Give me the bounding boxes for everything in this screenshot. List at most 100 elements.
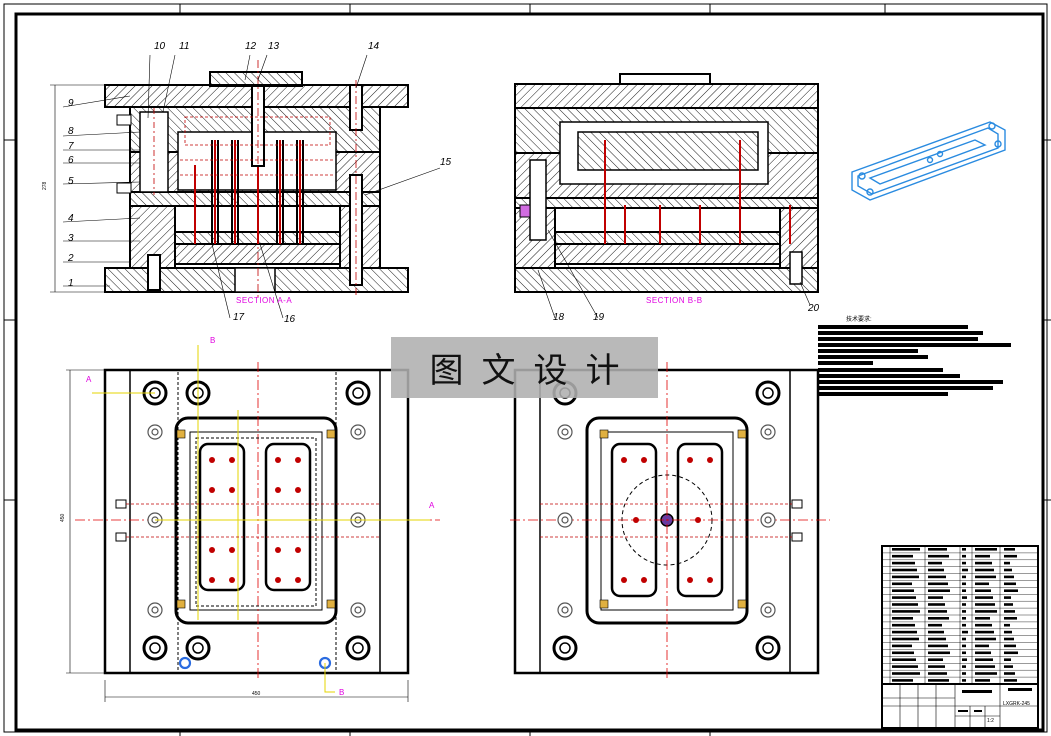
bom-cell-mark bbox=[892, 603, 918, 606]
bom-cell-mark bbox=[928, 548, 947, 551]
callout-12: 12 bbox=[245, 41, 257, 52]
bom-cell-mark bbox=[962, 623, 966, 627]
bom-cell-mark bbox=[1004, 630, 1012, 634]
bom-cell-mark bbox=[962, 658, 967, 661]
bom-cell-mark bbox=[1004, 672, 1015, 675]
bom-cell-mark bbox=[962, 679, 966, 682]
bom-cell-mark bbox=[1004, 658, 1011, 661]
bom-cell-mark bbox=[892, 651, 914, 655]
bom-cell-mark bbox=[892, 679, 913, 682]
section-b-b-view bbox=[514, 73, 819, 319]
callout-18: 18 bbox=[553, 312, 565, 323]
bom-cell-mark bbox=[1004, 548, 1015, 551]
bom-cell-mark bbox=[962, 644, 966, 648]
bom-cell-mark bbox=[975, 658, 993, 661]
bom-cell-mark bbox=[962, 672, 966, 675]
bom-cell-mark bbox=[928, 610, 947, 613]
bom-cell-mark bbox=[1004, 679, 1017, 682]
bom-cell-mark bbox=[892, 672, 920, 675]
bom-cell-mark bbox=[975, 665, 995, 668]
bom-cell-mark bbox=[962, 651, 966, 655]
bom-cell-mark bbox=[892, 582, 912, 586]
bom-cell-mark bbox=[975, 596, 993, 599]
bom-cell-mark bbox=[962, 548, 966, 551]
bom-cell-mark bbox=[975, 568, 994, 572]
bom-cell-mark bbox=[962, 630, 968, 634]
bom-cell-mark bbox=[1004, 596, 1011, 599]
bom-cell-mark bbox=[892, 658, 916, 661]
bom-cell-mark bbox=[928, 644, 948, 648]
bom-cell-mark bbox=[975, 575, 996, 579]
bom-cell-mark bbox=[892, 548, 920, 551]
bom-cell-mark bbox=[1004, 610, 1015, 613]
callout-15: 15 bbox=[440, 157, 452, 168]
section-b-b-label: SECTION B-B bbox=[646, 296, 703, 305]
bom-cell-mark bbox=[928, 651, 950, 655]
bom-cell-mark bbox=[975, 554, 990, 558]
bom-cell-mark bbox=[975, 589, 991, 592]
bom-cell-mark bbox=[962, 617, 966, 620]
section-marker-b-top: B bbox=[210, 336, 216, 345]
drawing-scale: 1:2 bbox=[987, 718, 994, 724]
bom-cell-mark bbox=[1004, 637, 1014, 641]
technical-requirements-text bbox=[818, 325, 1011, 396]
svg-text:450: 450 bbox=[60, 513, 66, 522]
bom-cell-mark bbox=[962, 596, 967, 599]
bom-cell-mark bbox=[1004, 561, 1010, 565]
bom-cell-mark bbox=[962, 561, 966, 565]
bom-cell-mark bbox=[928, 575, 946, 579]
bom-cell-mark bbox=[928, 596, 943, 599]
bom-cell-mark bbox=[892, 589, 914, 592]
bom-cell-mark bbox=[928, 630, 944, 634]
bom-cell-mark bbox=[892, 617, 913, 620]
sheet-border bbox=[3, 3, 1051, 736]
drawing-number: LXGRK-245 bbox=[1003, 701, 1030, 707]
callout-1: 1 bbox=[68, 278, 74, 289]
bom-cell-mark bbox=[1004, 582, 1016, 586]
bom-cell-mark bbox=[975, 582, 989, 586]
bom-cell-mark bbox=[892, 665, 918, 668]
section-a-a-label: SECTION A-A bbox=[236, 296, 293, 305]
bom-cell-mark bbox=[928, 568, 944, 572]
bom-cell-mark bbox=[928, 589, 950, 592]
bom-cell-mark bbox=[975, 617, 990, 620]
bom-cell-mark bbox=[975, 623, 992, 627]
bom-cell-mark bbox=[1004, 589, 1018, 592]
bom-cell-mark bbox=[962, 610, 966, 613]
bom-cell-mark bbox=[975, 610, 997, 613]
bom-cell-mark bbox=[962, 568, 968, 572]
bom-cell-mark bbox=[928, 603, 945, 606]
tech-requirements-title: 技术要求: bbox=[846, 317, 872, 323]
bom-cell-mark bbox=[962, 637, 966, 641]
bom-cell-mark bbox=[975, 672, 997, 675]
bom-cell-mark bbox=[928, 679, 949, 682]
callout-7: 7 bbox=[68, 141, 74, 152]
moving-half-plan-view: 450 450 bbox=[60, 345, 440, 702]
bom-cell-mark bbox=[962, 665, 966, 668]
callout-5: 5 bbox=[68, 176, 74, 187]
bom-cell-mark bbox=[962, 575, 966, 579]
bom-cell-mark bbox=[928, 672, 947, 675]
part-3d-model bbox=[851, 121, 1006, 201]
bom-cell-mark bbox=[1004, 644, 1016, 648]
bom-cell-mark bbox=[928, 561, 942, 565]
callout-14: 14 bbox=[368, 41, 380, 52]
callout-10: 10 bbox=[154, 41, 166, 52]
callout-8: 8 bbox=[68, 126, 74, 137]
callout-4: 4 bbox=[68, 213, 74, 224]
bom-cell-mark bbox=[928, 637, 946, 641]
bom-cell-mark bbox=[962, 603, 966, 606]
bom-cell-mark bbox=[1004, 617, 1017, 620]
bom-cell-mark bbox=[1004, 568, 1012, 572]
bom-cell-mark bbox=[975, 548, 997, 551]
bom-cell-mark bbox=[928, 617, 949, 620]
callout-19: 19 bbox=[593, 312, 605, 323]
section-a-a-view: 2 7 8 bbox=[42, 54, 441, 319]
bom-cell-mark bbox=[975, 630, 994, 634]
fixed-half-plan-view bbox=[510, 362, 830, 680]
bom-cell-mark bbox=[975, 679, 990, 682]
bom-cell-mark bbox=[928, 623, 942, 627]
bom-cell-mark bbox=[928, 658, 943, 661]
callout-2: 2 bbox=[68, 253, 74, 264]
bom-cell-mark bbox=[892, 596, 916, 599]
